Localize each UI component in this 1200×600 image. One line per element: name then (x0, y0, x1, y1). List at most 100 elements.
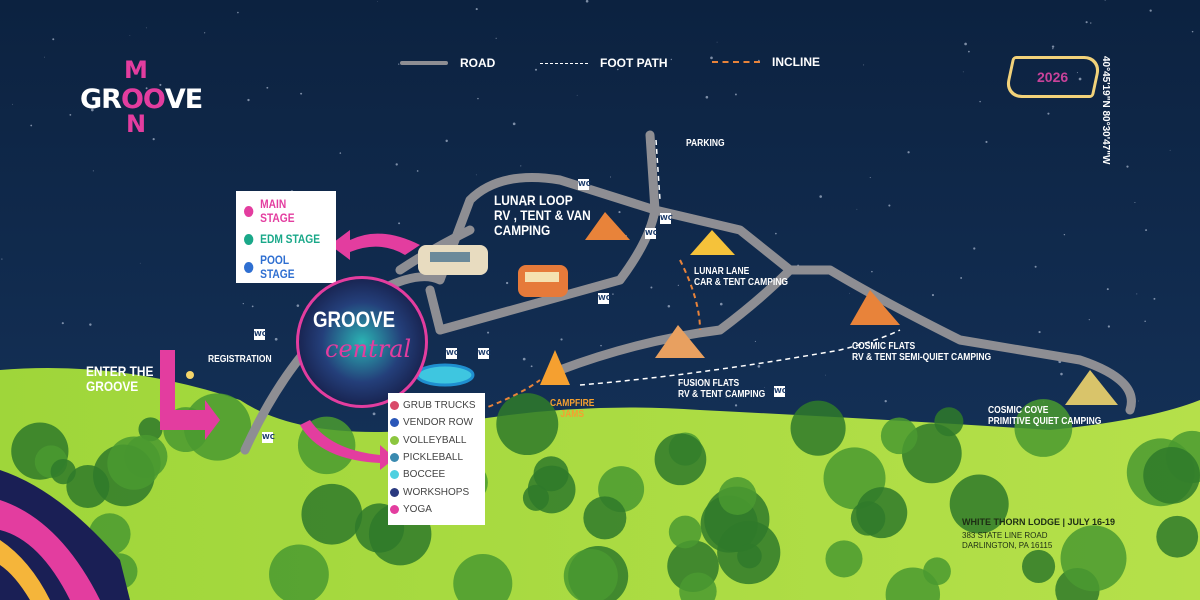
star (1126, 165, 1129, 168)
star (377, 1, 378, 3)
legend-road: ROAD (400, 56, 495, 70)
restroom-icon: WC (645, 228, 658, 239)
star (251, 305, 254, 308)
star (487, 331, 490, 334)
star (973, 247, 976, 250)
enter-label: ENTER THE GROOVE (86, 363, 154, 394)
activity-item: BOCCEE (390, 466, 485, 483)
venue-city: DARLINGTON, PA 16115 (962, 541, 1053, 550)
star (395, 163, 398, 166)
star (242, 303, 244, 305)
yoga-icon (390, 504, 399, 514)
star (962, 71, 964, 73)
star (44, 56, 45, 58)
star (1153, 297, 1156, 300)
star (247, 98, 250, 102)
star (677, 284, 679, 286)
star (618, 211, 621, 214)
star (159, 83, 162, 86)
tree (453, 553, 513, 600)
tree (679, 572, 717, 600)
pickleball-icon (390, 453, 399, 463)
tree (654, 433, 707, 486)
restroom-icon: WC (578, 179, 591, 190)
groove-moon-logo: M GROOVE N (80, 56, 220, 138)
star (757, 365, 761, 368)
tree (718, 477, 757, 516)
cosmic-flats-label: COSMIC FLATS RV & TENT SEMI-QUIET CAMPIN… (852, 341, 992, 363)
star (960, 277, 963, 279)
star (610, 176, 612, 178)
tree (923, 557, 951, 586)
star (145, 87, 148, 90)
star (849, 292, 850, 294)
star (871, 270, 873, 273)
incline-path (479, 259, 701, 411)
star (520, 165, 522, 167)
cart-icon (390, 418, 399, 428)
star (1136, 293, 1138, 295)
star (524, 203, 528, 206)
coordinates: 40°45'19"N 80°30'47"W (1100, 56, 1111, 165)
tree (1021, 549, 1056, 583)
star (560, 338, 563, 341)
activities-arrow (300, 420, 395, 470)
star (274, 337, 278, 341)
star (445, 139, 448, 143)
activity-item: VENDOR ROW (390, 414, 485, 431)
boccee-icon (390, 470, 399, 480)
star (617, 68, 619, 71)
star (398, 222, 401, 225)
star (705, 95, 709, 99)
star (734, 93, 737, 96)
restroom-icon: WC (660, 213, 673, 224)
tree (522, 484, 549, 511)
star (1076, 72, 1078, 74)
star (1106, 288, 1109, 291)
logo-n: N (126, 110, 147, 138)
star (585, 0, 589, 3)
star (1134, 201, 1136, 203)
restroom-icon: WC (598, 293, 611, 304)
star (398, 63, 400, 65)
campsite-icons (415, 212, 1118, 405)
tree (949, 474, 1009, 534)
star (1144, 320, 1146, 323)
star (931, 293, 935, 297)
campfire-jams-label: CAMPFIRE JAMS (550, 398, 595, 420)
bottom-ribbon (0, 470, 130, 600)
lunar-loop-label: LUNAR LOOP RV , TENT & VAN CAMPING (494, 192, 591, 238)
star (92, 170, 94, 172)
stage-pool: POOL STAGE (244, 253, 322, 281)
dot-icon (244, 233, 254, 245)
star (600, 344, 602, 347)
activity-item: PICKLEBALL (390, 449, 485, 466)
star (907, 151, 910, 154)
star (734, 404, 738, 407)
restroom-icon: WC (446, 348, 459, 359)
star (1088, 319, 1090, 321)
star (530, 365, 533, 368)
star (1191, 30, 1194, 33)
star (1138, 400, 1139, 402)
star (339, 152, 342, 154)
star (763, 386, 765, 388)
tree (583, 496, 627, 540)
star (1063, 233, 1066, 236)
legend-foot-path: FOOT PATH (540, 56, 668, 70)
star (475, 174, 477, 176)
star (825, 374, 826, 376)
restroom-icon: WC (262, 432, 275, 443)
bottom-ribbon-yellow (0, 540, 50, 600)
star (61, 322, 64, 325)
star (145, 27, 147, 29)
star (1104, 0, 1106, 1)
restroom-icon: WC (254, 329, 267, 340)
star (237, 11, 239, 14)
stage-edm: EDM STAGE (244, 225, 322, 253)
tree (880, 417, 918, 455)
tree (1060, 525, 1127, 592)
star (1169, 149, 1171, 151)
